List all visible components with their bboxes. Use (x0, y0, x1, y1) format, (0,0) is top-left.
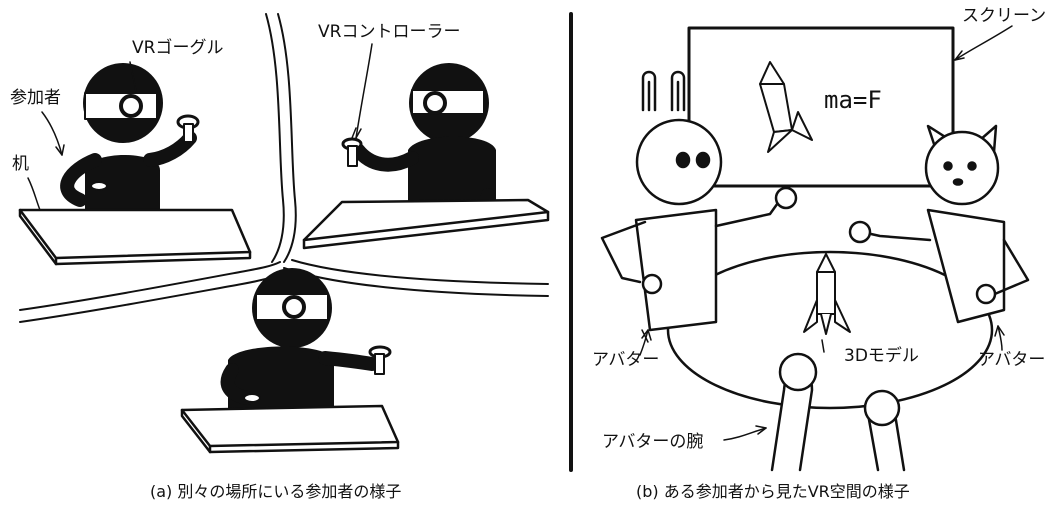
label-desk: 机 (12, 154, 29, 174)
rocket-model (803, 253, 851, 335)
label-avatar-arm: アバターの腕 (602, 432, 704, 452)
vr-table (666, 250, 994, 410)
label-vr-goggles: VRゴーグル (132, 38, 224, 58)
panel-a-art (18, 13, 550, 454)
label-screen: スクリーン (962, 6, 1047, 26)
label-avatar-left: アバター (592, 350, 660, 370)
vr-screen (687, 26, 955, 188)
label-3d-model: 3Dモデル (844, 346, 919, 366)
screen-rocket (759, 61, 813, 153)
panel-b-leaders (639, 25, 1013, 441)
rabbit-avatar (600, 70, 798, 343)
label-vr-controller: VRコントローラー (318, 22, 461, 42)
participant-right (302, 63, 550, 250)
panel-b-art (600, 25, 1030, 472)
participant-center (180, 268, 400, 454)
screen-formula: ma=F (824, 86, 882, 114)
label-participant: 参加者 (10, 88, 61, 108)
caption-a: (a) 別々の場所にいる参加者の様子 (150, 482, 402, 501)
cat-avatar (848, 124, 1030, 324)
caption-b: (b) ある参加者から見たVR空間の様子 (636, 482, 910, 501)
panel-a-leaders (27, 43, 373, 211)
label-avatar-right: アバター (978, 350, 1046, 370)
user-arms (770, 352, 906, 472)
participant-left (18, 63, 252, 266)
